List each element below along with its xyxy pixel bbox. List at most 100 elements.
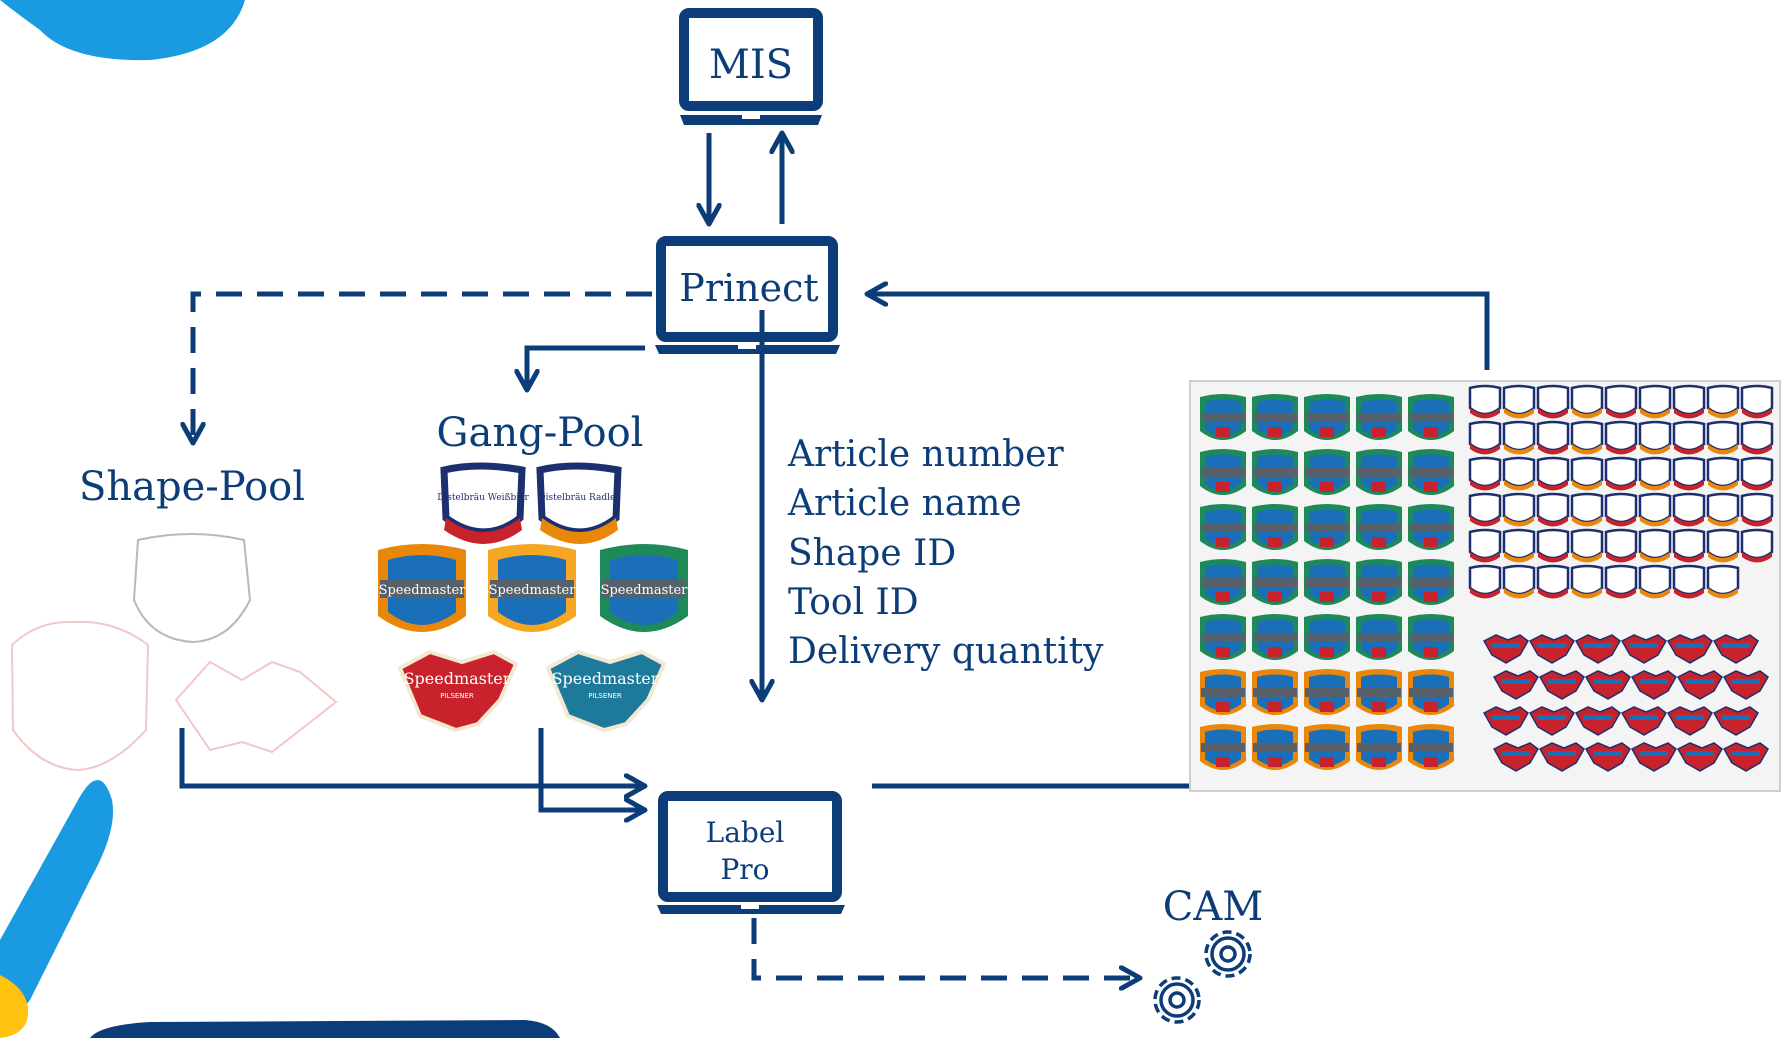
sheet-shield	[1356, 394, 1402, 440]
arrow-label-pro-to-cam	[751, 918, 1140, 978]
badge-gold-brand: Speedmaster	[489, 583, 577, 598]
sheet-small-label	[1468, 564, 1502, 599]
swoosh-top-left	[0, 0, 245, 61]
shape-pool-outlines	[10, 533, 338, 772]
banner-teal-subline: PILSENER	[588, 692, 622, 700]
decorative-swooshes	[0, 0, 560, 1038]
sheet-shield	[1408, 669, 1454, 715]
shape-outline-shield-pink	[10, 620, 150, 772]
badge-speedmaster-orange: Speedmaster	[378, 544, 466, 632]
cam-title: CAM	[1163, 884, 1263, 930]
sheet-shield	[1252, 504, 1298, 550]
sheet-small-label	[1468, 420, 1502, 455]
sheet-shield	[1200, 614, 1246, 660]
sheet-banner-label	[1620, 706, 1667, 736]
sheet-small-label	[1638, 564, 1672, 599]
shape-pool-title: Shape-Pool	[79, 464, 305, 510]
data-field-shape-id: Shape ID	[788, 533, 956, 574]
sheet-shield	[1408, 614, 1454, 660]
sheet-banner-label	[1538, 670, 1585, 700]
sheet-small-label	[1570, 492, 1604, 527]
sheet-small-label	[1604, 420, 1638, 455]
sheet-shield	[1252, 559, 1298, 605]
sheet-banner-label	[1630, 742, 1677, 772]
arrow-sheet-to-prinect	[867, 294, 1490, 370]
sheet-shield	[1356, 724, 1402, 770]
badge-orange-brand: Speedmaster	[379, 583, 467, 598]
sheet-shield	[1252, 669, 1298, 715]
sheet-small-label	[1502, 492, 1536, 527]
sheet-small-label	[1570, 420, 1604, 455]
sheet-shield	[1252, 614, 1298, 660]
sheet-banner-label	[1666, 706, 1713, 736]
sheet-shield	[1200, 449, 1246, 495]
arrow-prinect-to-gang-pool	[527, 345, 645, 390]
sheet-shield	[1304, 449, 1350, 495]
sheet-small-label	[1740, 492, 1774, 527]
sheet-shield	[1356, 669, 1402, 715]
sheet-banner-label	[1666, 634, 1713, 664]
sheet-small-label	[1502, 564, 1536, 599]
sheet-shield	[1408, 724, 1454, 770]
shape-outline-banner-pink	[174, 660, 338, 754]
sheet-shield	[1252, 394, 1298, 440]
sheet-banner-label	[1492, 742, 1539, 772]
sheet-shield	[1356, 559, 1402, 605]
swoosh-yellow	[0, 975, 29, 1038]
gang-pool-title: Gang-Pool	[437, 410, 644, 456]
arrow-prinect-to-shape-pool	[193, 291, 652, 443]
label-pro-label-line1: Label	[706, 816, 785, 849]
sheet-small-label	[1604, 456, 1638, 491]
sheet-small-label	[1740, 528, 1774, 563]
sheet-banner-label	[1528, 634, 1575, 664]
sheet-banner-label	[1574, 634, 1621, 664]
swoosh-bottom	[90, 1020, 560, 1038]
sheet-shield	[1356, 614, 1402, 660]
data-field-delivery-quantity: Delivery quantity	[788, 631, 1104, 672]
sheet-shield	[1252, 724, 1298, 770]
sheet-small-label	[1604, 528, 1638, 563]
sheet-small-label	[1502, 384, 1536, 419]
label-pro-laptop: Label Pro	[657, 791, 845, 914]
swoosh-left	[0, 780, 114, 1038]
prinect-laptop: Prinect	[655, 236, 840, 354]
badge-distelbrau-weissbier: Distelbräu Weißbier	[437, 462, 530, 544]
sheet-shield	[1356, 449, 1402, 495]
cam-gears-icon	[1153, 930, 1252, 1024]
sheet-small-label	[1672, 456, 1706, 491]
sheet-shield	[1356, 504, 1402, 550]
sheet-shield	[1304, 614, 1350, 660]
sheet-shield	[1408, 449, 1454, 495]
sheet-banner-label	[1528, 706, 1575, 736]
sheet-banner-label	[1482, 706, 1529, 736]
shape-outline-shield-grey	[132, 533, 252, 644]
sheet-small-label	[1638, 420, 1672, 455]
sheet-small-label	[1740, 384, 1774, 419]
sheet-small-label	[1604, 384, 1638, 419]
sheet-small-label	[1638, 384, 1672, 419]
sheet-shield	[1200, 559, 1246, 605]
sheet-shield	[1304, 724, 1350, 770]
badge-weissbier-text: Distelbräu Weißbier	[437, 493, 529, 503]
sheet-small-label	[1502, 420, 1536, 455]
badge-speedmaster-green: Speedmaster	[600, 544, 688, 632]
data-field-tool-id: Tool ID	[788, 582, 919, 623]
sheet-shields-left	[1200, 394, 1454, 770]
banner-red-brand: Speedmaster	[404, 669, 511, 688]
sheet-shield	[1200, 724, 1246, 770]
sheet-small-label	[1468, 528, 1502, 563]
sheet-small-label	[1468, 384, 1502, 419]
sheet-shield	[1408, 394, 1454, 440]
sheet-shield	[1304, 669, 1350, 715]
sheet-small-label	[1536, 564, 1570, 599]
gang-pool-badges: Distelbräu Weißbier Distelbräu Radler Sp…	[378, 462, 688, 733]
sheet-small-label	[1570, 384, 1604, 419]
sheet-small-label	[1536, 528, 1570, 563]
mis-label: MIS	[709, 42, 793, 88]
badge-radler-text: Distelbräu Radler	[538, 493, 620, 503]
badge-speedmaster-banner-teal: Speedmaster PILSENER	[545, 649, 667, 733]
sheet-banner-label	[1492, 670, 1539, 700]
sheet-shield	[1408, 559, 1454, 605]
prinect-label: Prinect	[679, 266, 818, 310]
banner-teal-brand: Speedmaster	[552, 669, 659, 688]
